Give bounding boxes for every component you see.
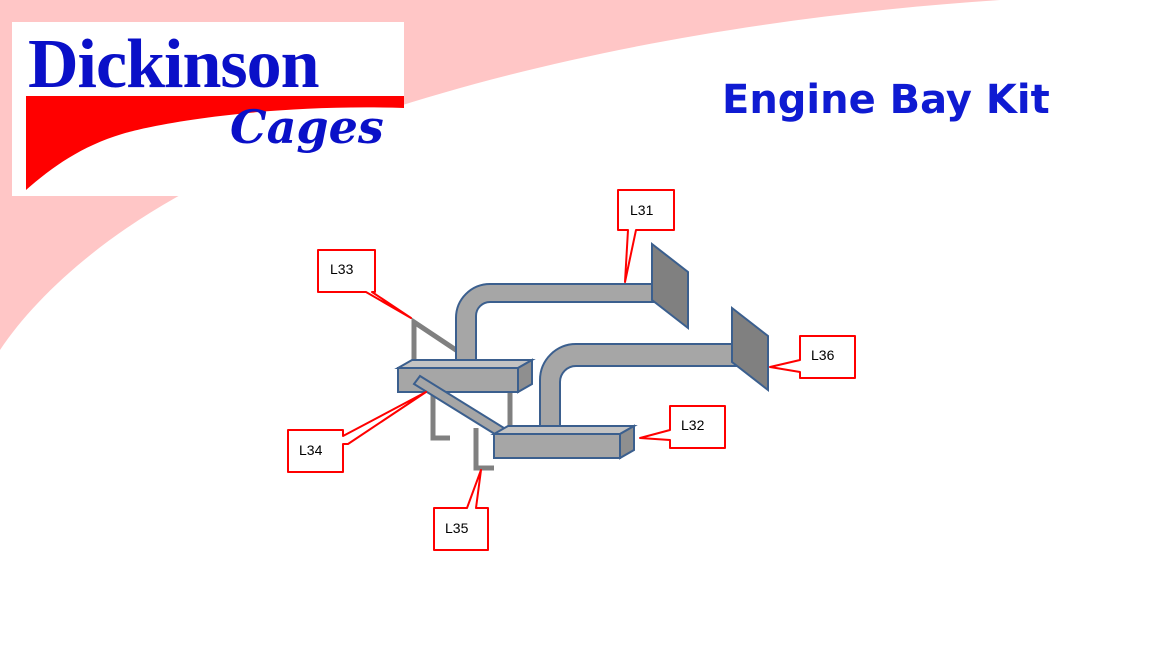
tube-l31	[455, 241, 689, 367]
callout-l33: L33	[317, 249, 412, 319]
callout-l36: L36	[769, 335, 856, 379]
label-l36: L36	[811, 347, 835, 363]
tube-l36	[539, 305, 769, 433]
label-l31: L31	[630, 202, 654, 218]
label-l33: L33	[330, 261, 354, 277]
logo-swoosh-graphic	[26, 96, 404, 190]
base-block-front	[490, 424, 638, 460]
logo-wordmark: Dickinson	[28, 26, 320, 103]
callout-l34: L34	[287, 391, 427, 473]
label-l35: L35	[445, 520, 469, 536]
bracket-l35	[473, 428, 494, 471]
label-l32: L32	[681, 417, 705, 433]
bracket-l34	[430, 395, 450, 441]
logo-tagline: Cages	[230, 100, 384, 154]
callout-l32: L32	[639, 405, 726, 449]
page-title: Engine Bay Kit	[722, 77, 1050, 123]
company-logo: Dickinson Cages	[12, 22, 404, 196]
callout-l31: L31	[617, 189, 675, 283]
label-l34: L34	[299, 442, 323, 458]
callout-l35: L35	[433, 469, 489, 551]
